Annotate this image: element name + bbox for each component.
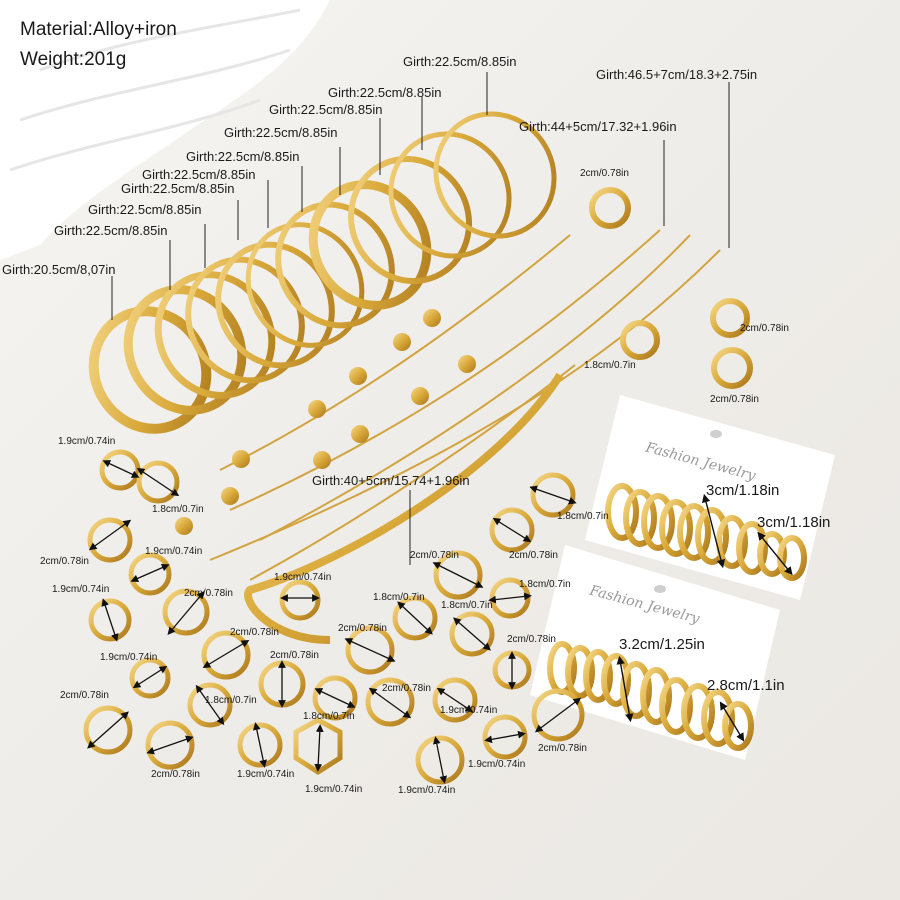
top-rings xyxy=(589,187,753,389)
ring-size-label: 2cm/0.78in xyxy=(60,690,109,701)
ring-size-label: 1.9cm/0.74in xyxy=(440,705,498,716)
ring-size-label: 1.8cm/0.7in xyxy=(303,711,355,722)
bangle-girth-label: Girth:22.5cm/8.85in xyxy=(142,167,256,182)
necklace-girth-label: Girth:46.5+7cm/18.3+2.75in xyxy=(596,67,758,82)
ring-size-label: 1.8cm/0.7in xyxy=(557,511,609,522)
ring-size-label: 2cm/0.78in xyxy=(507,634,556,645)
ring-size-label: 1.9cm/0.74in xyxy=(468,759,526,770)
ring-size-label: 2cm/0.78in xyxy=(338,623,387,634)
bangle-girth-label: Girth:22.5cm/8.85in xyxy=(121,181,235,196)
ring-size-label: 1.8cm/0.7in xyxy=(519,579,571,590)
bangle-girth-label: Girth:22.5cm/8.85in xyxy=(186,149,300,164)
ring-size-label: 1.9cm/0.74in xyxy=(58,436,116,447)
earring-callouts xyxy=(616,493,793,742)
ring-measure-arrows xyxy=(87,460,582,784)
ring-size-label: 2cm/0.78in xyxy=(151,769,200,780)
loose-rings xyxy=(83,449,585,785)
bangle-girth-label: Girth:22.5cm/8.85in xyxy=(403,54,517,69)
ring-size-label: 2cm/0.78in xyxy=(230,627,279,638)
necklace-chains xyxy=(209,229,721,581)
earring-card-bottom xyxy=(530,545,780,760)
ring-size-label: 1.8cm/0.7in xyxy=(441,600,493,611)
coin-pendants xyxy=(175,309,476,535)
hoop-size-label: 3cm/1.18in xyxy=(706,482,780,499)
bangle-girth-label: Girth:22.5cm/8.85in xyxy=(328,85,442,100)
material-label: Material:Alloy+iron xyxy=(20,19,177,40)
ring-size-label: 2cm/0.78in xyxy=(270,650,319,661)
bangle-girth-label: Girth:22.5cm/8.85in xyxy=(54,223,168,238)
ring-size-label: 1.8cm/0.7in xyxy=(152,504,204,515)
hexagon-ring xyxy=(293,717,343,775)
bangle-stack xyxy=(88,111,557,434)
necklace-girth-label: Girth:40+5cm/15.74+1.96in xyxy=(312,473,470,488)
ring-size-label: 1.9cm/0.74in xyxy=(305,784,363,795)
bangle-girth-label: Girth:22.5cm/8.85in xyxy=(269,102,383,117)
ring-size-label: 1.8cm/0.7in xyxy=(584,360,636,371)
ring-size-label: 2cm/0.78in xyxy=(710,394,759,405)
ring-size-label: 1.9cm/0.74in xyxy=(52,584,110,595)
ring-size-label: 2cm/0.78in xyxy=(580,168,629,179)
bangle-girth-label: Girth:22.5cm/8.85in xyxy=(88,202,202,217)
ring-size-label: 1.9cm/0.74in xyxy=(100,652,158,663)
ring-size-label: 1.9cm/0.74in xyxy=(274,572,332,583)
necklace-callouts xyxy=(409,82,730,565)
bangle-callouts xyxy=(111,72,488,320)
ring-size-label: 1.8cm/0.7in xyxy=(373,592,425,603)
ring-size-label: 1.9cm/0.74in xyxy=(145,546,203,557)
necklace-girth-label: Girth:44+5cm/17.32+1.96in xyxy=(519,119,677,134)
herringbone-chain xyxy=(244,372,564,644)
bangle-girth-label: Girth:20.5cm/8,07in xyxy=(2,262,116,277)
ring-size-label: 1.8cm/0.7in xyxy=(205,695,257,706)
ring-size-label: 1.9cm/0.74in xyxy=(398,785,456,796)
ring-size-label: 1.9cm/0.74in xyxy=(237,769,295,780)
fabric-fold xyxy=(9,8,301,172)
ring-size-label: 2cm/0.78in xyxy=(410,550,459,561)
hoop-size-label: 3.2cm/1.25in xyxy=(619,636,705,653)
hoop-size-label: 3cm/1.18in xyxy=(757,514,831,531)
ring-size-label: 2cm/0.78in xyxy=(40,556,89,567)
weight-label: Weight:201g xyxy=(20,49,127,70)
ring-size-label: 2cm/0.78in xyxy=(509,550,558,561)
hoop-size-label: 2.8cm/1.1in xyxy=(707,677,785,694)
ring-size-label: 2cm/0.78in xyxy=(184,588,233,599)
bangle-girth-label: Girth:22.5cm/8.85in xyxy=(224,125,338,140)
ring-size-label: 2cm/0.78in xyxy=(538,743,587,754)
ring-size-label: 2cm/0.78in xyxy=(740,323,789,334)
ring-size-label: 2cm/0.78in xyxy=(382,683,431,694)
